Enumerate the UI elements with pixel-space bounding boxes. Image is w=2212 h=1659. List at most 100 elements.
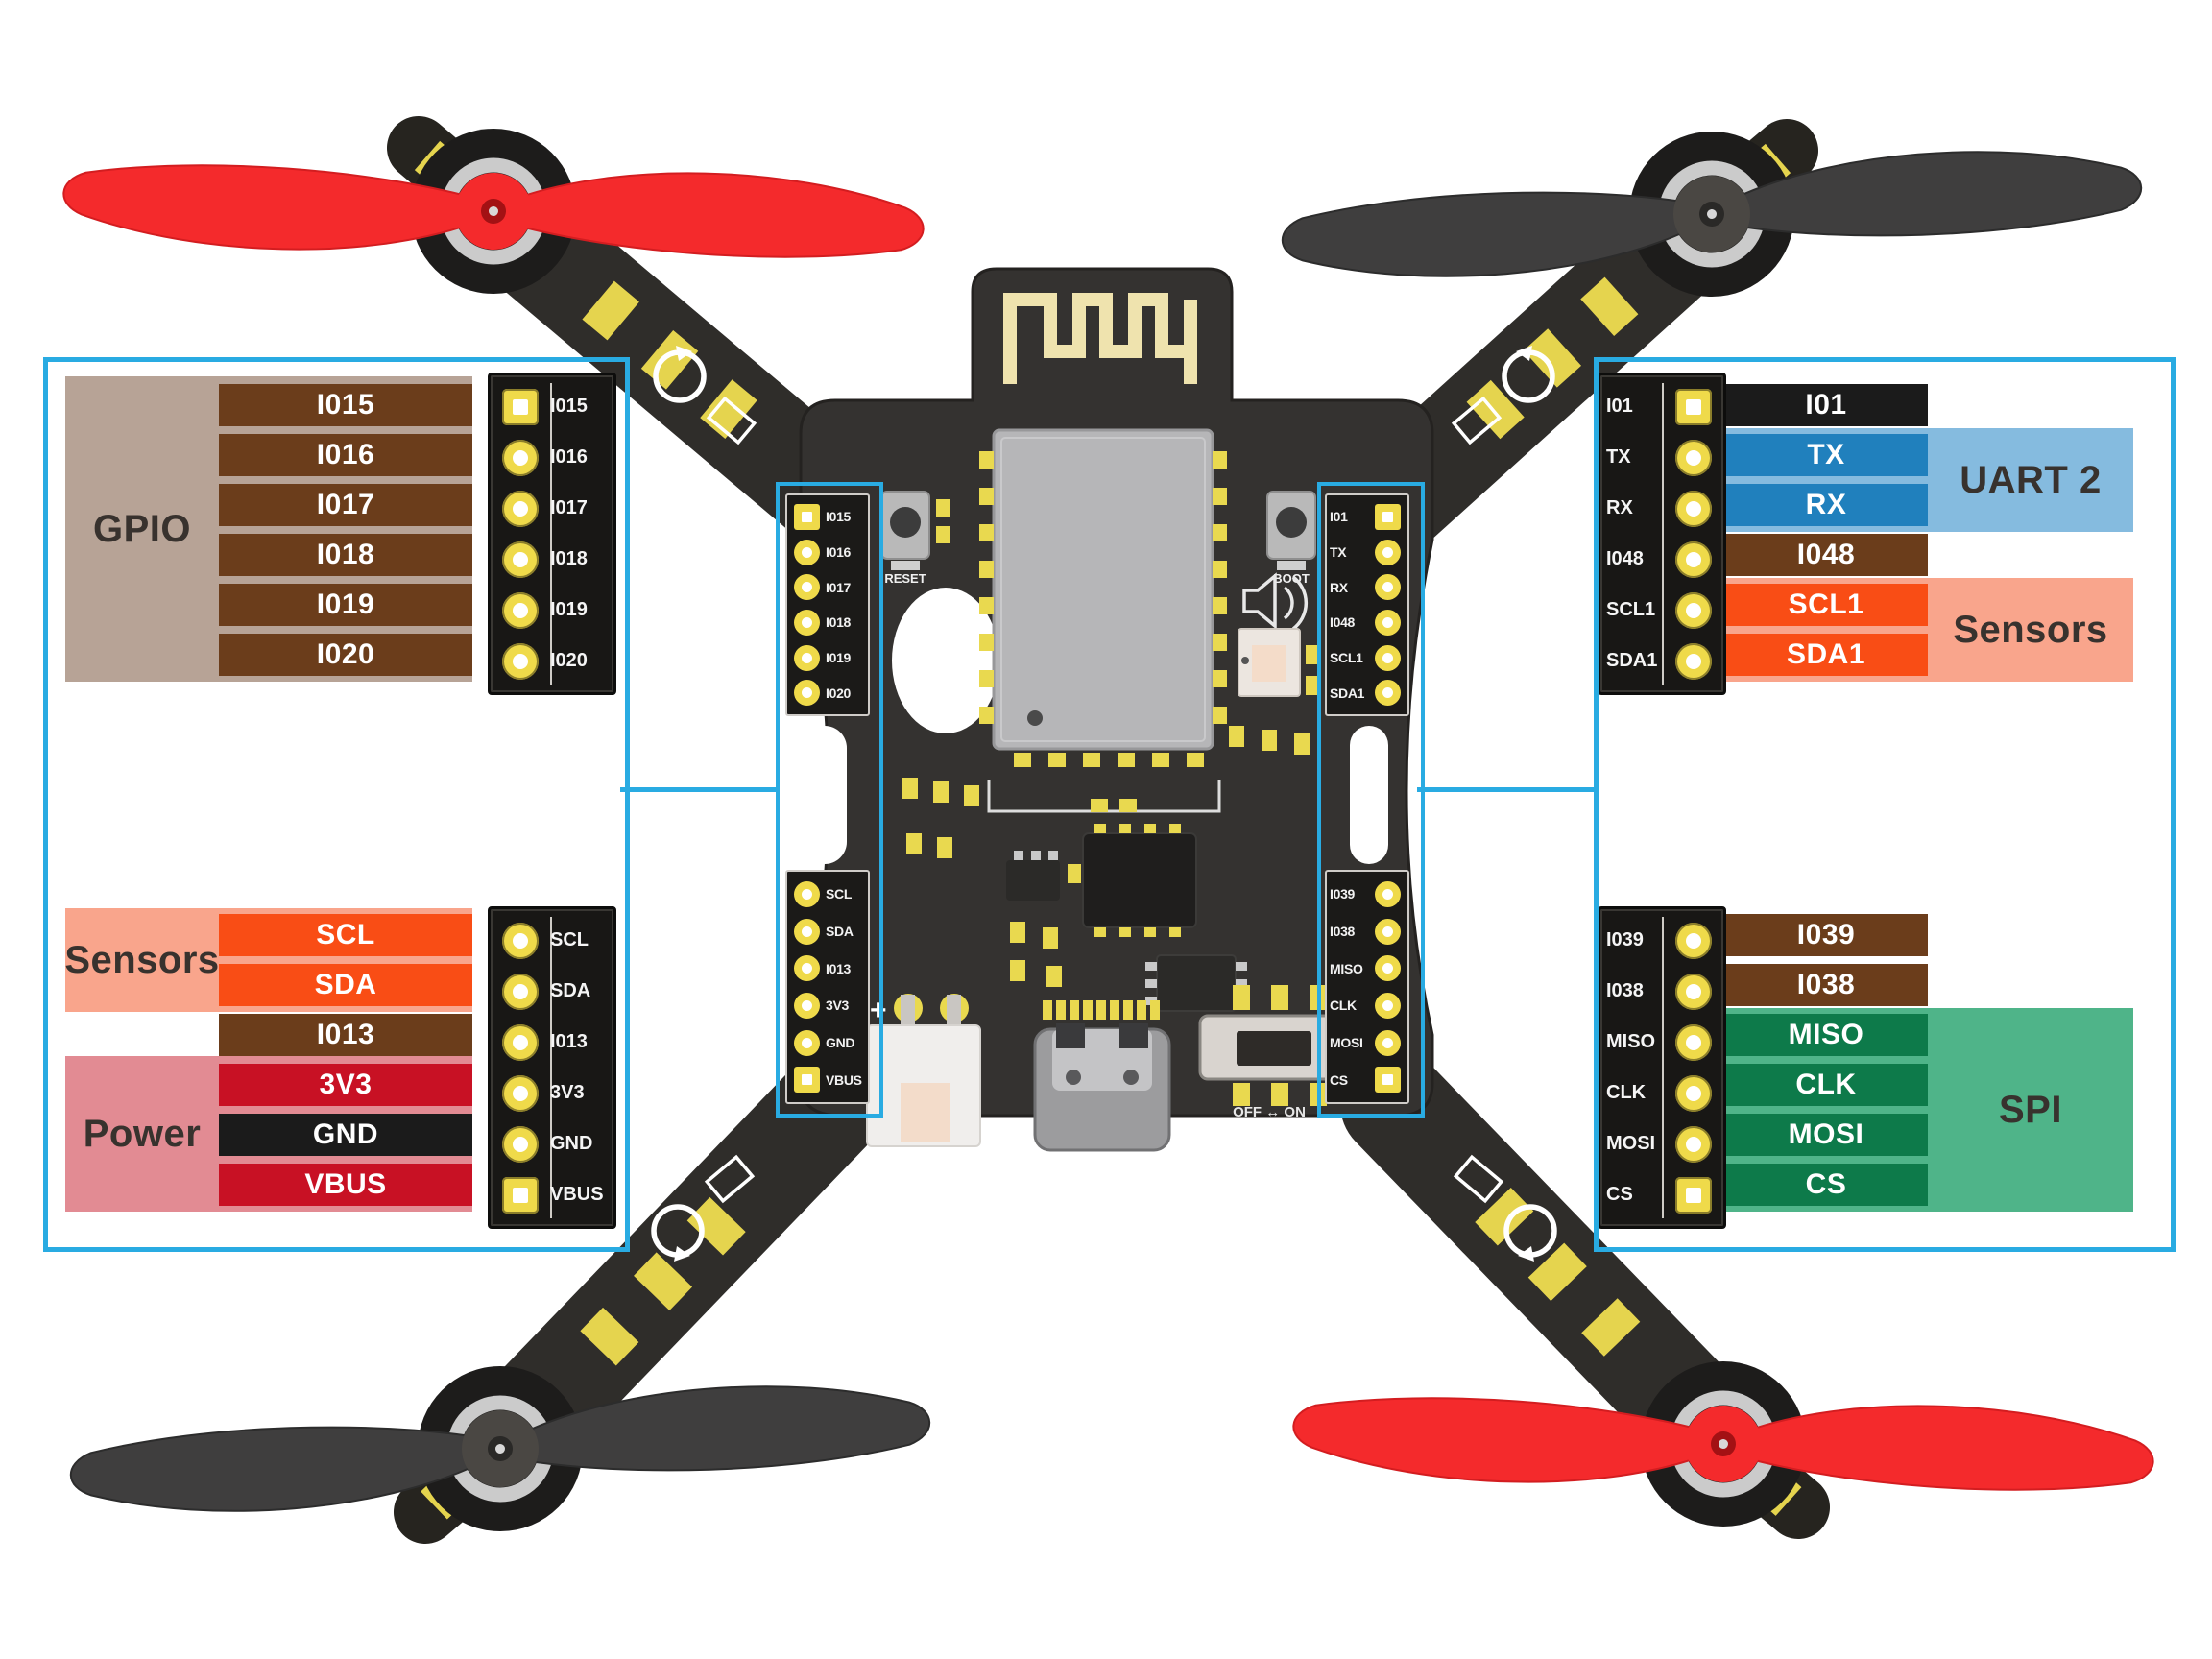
pin-pad-icon	[1675, 490, 1712, 527]
pin-pad-icon	[1675, 1125, 1712, 1163]
left-callout-box	[43, 357, 630, 1252]
pin-pad-icon	[794, 1067, 820, 1094]
pin-pad-icon	[502, 591, 539, 629]
pin-pad-icon	[1375, 680, 1401, 707]
pin-pad-icon	[794, 880, 820, 907]
header-pin-io16: I016	[494, 432, 610, 483]
left-board-header-box	[776, 482, 883, 1118]
pin-row-vbus: VBUS	[219, 1164, 472, 1206]
pin-pad-icon	[1675, 1176, 1712, 1214]
pin-row-io39: I039	[1724, 914, 1928, 956]
board-pin-rx: RX	[1330, 569, 1405, 605]
board-pin-vbus: VBUS	[790, 1061, 865, 1098]
pin-row-sda1: SDA1	[1724, 634, 1928, 676]
pin-pad-icon	[1375, 1029, 1401, 1056]
board-pin-sda1: SDA1	[1330, 675, 1405, 710]
pin-pad-icon	[502, 388, 539, 425]
pin-pad-icon	[1375, 539, 1401, 565]
pin-row-io38: I038	[1724, 964, 1928, 1006]
pin-pad-icon	[794, 503, 820, 530]
pin-row-io15: I015	[219, 384, 472, 426]
board-pin-miso: MISO	[1330, 950, 1405, 987]
pin-pad-icon	[502, 1074, 539, 1112]
pin-row-mosi: MOSI	[1724, 1114, 1928, 1156]
pin-pad-icon	[502, 490, 539, 527]
board-pin-io20: I020	[790, 675, 865, 710]
board-pin-io19: I019	[790, 640, 865, 676]
header-pin-mosi: MOSI	[1604, 1118, 1719, 1169]
pin-pad-icon	[1375, 918, 1401, 945]
pin-pad-icon	[502, 922, 539, 959]
pin-row-clk: CLK	[1724, 1064, 1928, 1106]
pin-row-io48: I048	[1724, 534, 1928, 576]
regulator-ic	[1006, 851, 1060, 901]
sensors-left-group-label: Sensors	[64, 938, 220, 981]
pin-pad-icon	[794, 574, 820, 601]
header-pin-rx: RX	[1604, 483, 1719, 534]
boot-button: BOOT	[1266, 491, 1316, 586]
header-pin-io1: I01	[1604, 381, 1719, 432]
pin-pad-icon	[794, 644, 820, 671]
pin-row-io13: I013	[219, 1014, 472, 1056]
power-group-label: Power	[83, 1112, 202, 1155]
pin-pad-icon	[1375, 644, 1401, 671]
right-bottom-pin-header: I039 I038 MISO CLK MOSI CS	[1598, 906, 1726, 1229]
pin-pad-icon	[1675, 388, 1712, 425]
sensor-chip	[1238, 628, 1301, 697]
header-pin-miso: MISO	[1604, 1017, 1719, 1068]
pin-row-io1: I01	[1724, 384, 1928, 426]
uart2-group-label: UART 2	[1960, 458, 2102, 501]
board-pin-clk: CLK	[1330, 987, 1405, 1024]
pin-pad-icon	[1675, 922, 1712, 959]
gpio-group-label: GPIO	[92, 507, 192, 550]
board-pin-cs: CS	[1330, 1061, 1405, 1098]
left-connector-line	[620, 787, 776, 792]
header-pin-io48: I048	[1604, 534, 1719, 585]
battery-connector: +	[866, 994, 981, 1147]
pin-pad-icon	[1375, 503, 1401, 530]
board-header-left-bottom: SCL SDA I013 3V3 GND VBUS	[785, 870, 870, 1104]
header-pin-sda: SDA	[494, 966, 610, 1017]
pin-pad-icon	[1675, 439, 1712, 476]
board-header-right-top: I01 TX RX I048 SCL1 SDA1	[1325, 493, 1409, 716]
board-header-left-top: I015 I016 I017 I018 I019 I020	[785, 493, 870, 716]
wifi-antenna-trace	[1003, 293, 1197, 384]
header-pin-io17: I017	[494, 483, 610, 534]
right-board-header-box	[1317, 482, 1425, 1118]
rotation-arrow-icons	[654, 346, 1554, 1262]
pin-row-io20: I020	[219, 634, 472, 676]
pin-pad-icon	[1375, 992, 1401, 1019]
sensors-right-group-label: Sensors	[1953, 608, 2108, 651]
pin-row-rx: RX	[1724, 484, 1928, 526]
pin-pad-icon	[1675, 591, 1712, 629]
pin-pad-icon	[502, 541, 539, 578]
propeller-top-left	[60, 156, 927, 267]
pin-row-cs: CS	[1724, 1164, 1928, 1206]
switch-label: OFF ↔ ON	[1233, 1104, 1306, 1120]
pin-row-miso: MISO	[1724, 1014, 1928, 1056]
board-pin-io1: I01	[1330, 499, 1405, 535]
header-pin-3v3: 3V3	[494, 1068, 610, 1118]
board-pin-io48: I048	[1330, 605, 1405, 640]
pin-pad-icon	[794, 680, 820, 707]
pin-row-scl: SCL	[219, 914, 472, 956]
board-header-right-bottom: I039 I038 MISO CLK MOSI CS	[1325, 870, 1409, 1104]
speaker-icon	[1242, 572, 1309, 631]
board-pin-gnd: GND	[790, 1024, 865, 1062]
esp32-module	[979, 428, 1227, 813]
pin-row-3v3: 3V3	[219, 1064, 472, 1106]
pin-pad-icon	[502, 1125, 539, 1163]
header-pin-tx: TX	[1604, 432, 1719, 483]
pin-pad-icon	[1675, 1074, 1712, 1112]
left-bottom-pin-header: SCL SDA I013 3V3 GND VBUS	[488, 906, 616, 1229]
plate-slot-cutout	[803, 726, 847, 864]
header-pin-scl: SCL	[494, 915, 610, 966]
pin-pad-icon	[1675, 973, 1712, 1010]
pin-pad-icon	[794, 955, 820, 982]
pin-pad-icon	[502, 642, 539, 680]
pin-pad-icon	[1375, 880, 1401, 907]
usb-c-port	[1033, 1000, 1171, 1152]
propeller-bottom-right	[1289, 1388, 2157, 1500]
pin-pad-icon	[502, 1023, 539, 1061]
imu-chip	[1082, 824, 1197, 937]
